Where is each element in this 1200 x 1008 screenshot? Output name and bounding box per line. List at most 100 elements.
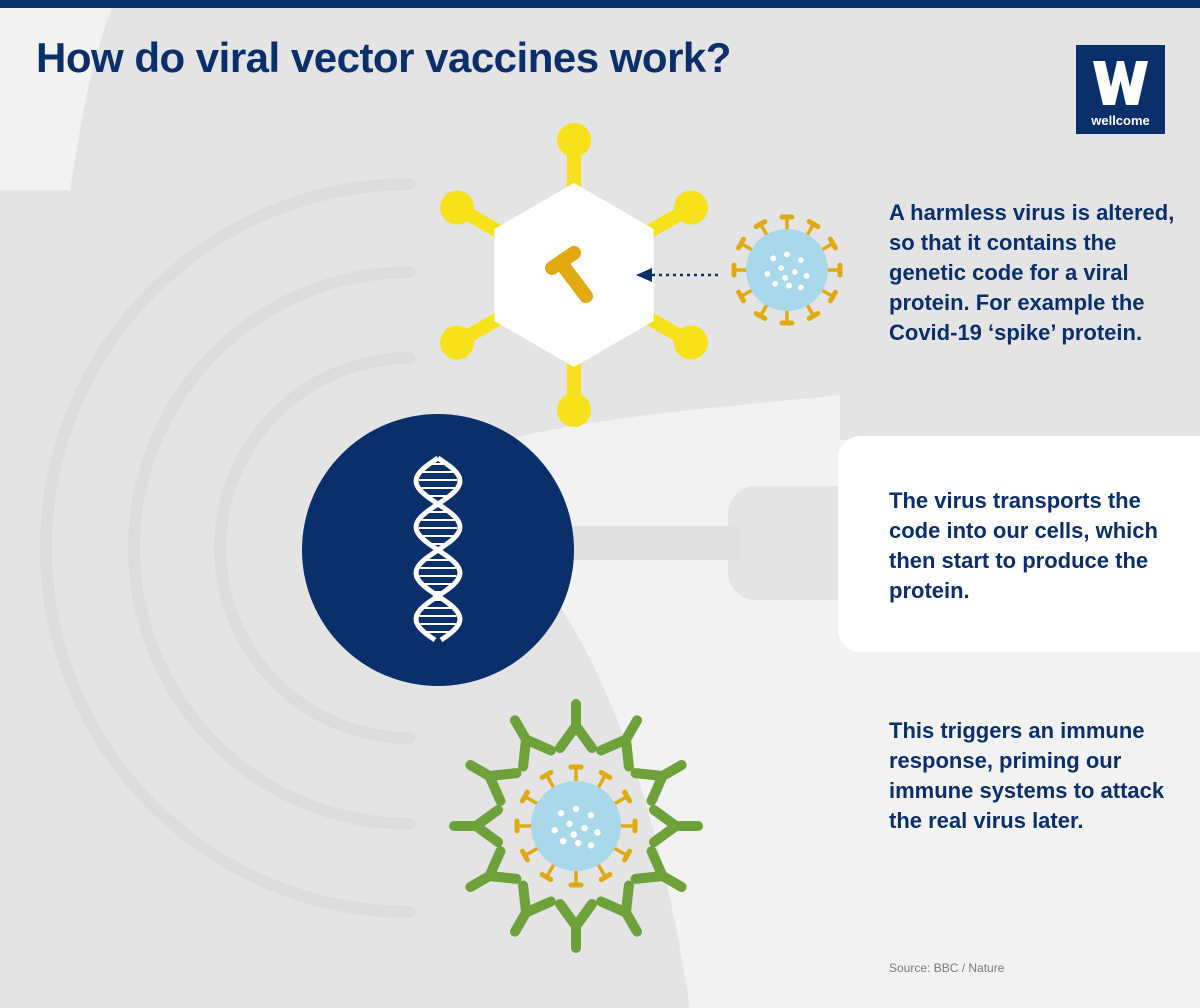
virus-spike-cap <box>806 310 821 321</box>
antibody-shape <box>465 760 522 806</box>
gene-icon <box>545 246 593 303</box>
coronavirus-icon <box>514 764 638 888</box>
virus-spike <box>612 845 628 858</box>
antibody-shape <box>596 715 642 772</box>
antibody-icon <box>630 846 687 892</box>
virus-spike-cap <box>622 789 633 804</box>
virus-spike <box>544 862 557 878</box>
virus-dot <box>572 805 580 813</box>
virus-spike-cap <box>519 789 530 804</box>
virus-dot <box>574 839 582 847</box>
antibody-shape <box>649 805 703 847</box>
virus-spike-cap <box>753 219 768 230</box>
virus-spike <box>544 774 557 790</box>
antibody-icon <box>449 805 503 847</box>
antibody-icon <box>630 760 687 806</box>
vector-spike-tip <box>557 123 591 157</box>
signal-arc-outer <box>40 178 416 918</box>
signal-arc-inner <box>214 352 416 744</box>
step1-text: A harmless virus is altered, so that it … <box>889 200 1175 345</box>
syringe-needle <box>529 526 740 560</box>
virus-dot <box>587 812 595 819</box>
virus-spike-cap <box>827 236 838 251</box>
virus-spike-cap <box>736 236 747 251</box>
virus-dot <box>566 820 573 828</box>
syringe-barrel <box>728 486 868 600</box>
virus-dot <box>770 255 777 262</box>
step2-text: The virus transports the code into our c… <box>889 488 1158 603</box>
virus-spike <box>595 774 608 790</box>
signal-arcs <box>40 178 416 918</box>
page-title: How do viral vector vaccines work? <box>36 34 731 81</box>
virus-spike <box>524 845 540 858</box>
vector-spike-tip <box>440 190 475 225</box>
virus-body <box>531 781 621 871</box>
virus-spike <box>524 794 540 807</box>
antibody-shape <box>510 715 556 772</box>
wellcome-logo-icon <box>1093 61 1148 105</box>
top-bar <box>0 0 1200 8</box>
antibody-ring <box>449 699 703 953</box>
virus-body <box>746 229 828 311</box>
virus-spike-cap <box>598 769 613 780</box>
antibody-icon <box>465 760 522 806</box>
dna-icon <box>413 455 463 643</box>
virus-spike-cap <box>806 219 821 230</box>
vector-spike-tip <box>440 325 475 360</box>
step3-text: This triggers an immune response, primin… <box>889 718 1165 833</box>
virus-dot <box>803 272 810 279</box>
source-note: Source: BBC / Nature <box>889 961 1005 975</box>
virus-dot <box>797 257 804 264</box>
virus-dot <box>782 274 788 281</box>
virus-dot <box>772 280 779 287</box>
antibody-shape <box>555 899 597 953</box>
virus-dot <box>551 827 558 834</box>
virus-spike-cap <box>622 848 633 863</box>
virus-spike-cap <box>736 289 747 304</box>
antibody-icon <box>596 880 642 937</box>
virus-dot <box>786 282 792 289</box>
antibody-icon <box>510 715 556 772</box>
virus-spike <box>595 862 608 878</box>
antibody-icon <box>596 715 642 772</box>
virus-dot <box>778 265 785 271</box>
antibody-icon <box>649 805 703 847</box>
antibody-icon <box>555 899 597 953</box>
antibody-shape <box>510 880 556 937</box>
virus-dot <box>557 809 565 817</box>
logo-wordmark: wellcome <box>1091 113 1150 128</box>
virus-dot <box>587 842 595 849</box>
virus-dot <box>559 837 567 845</box>
virus-dot <box>797 284 804 291</box>
antibody-icon <box>465 846 522 892</box>
antibody-icon <box>555 699 597 753</box>
antibody-shape <box>449 805 503 847</box>
virus-spike-cap <box>753 310 768 321</box>
antibody-shape <box>596 880 642 937</box>
vector-spike-tip <box>673 190 708 225</box>
antibody-shape <box>630 760 687 806</box>
antibody-icon <box>510 880 556 937</box>
wellcome-logo[interactable]: wellcome <box>1076 45 1165 134</box>
virus-dot <box>764 270 771 277</box>
virus-dot <box>594 829 601 836</box>
silhouette-face-cut <box>0 0 115 190</box>
virus-dot <box>570 831 578 838</box>
vector-spike-tip <box>557 393 591 427</box>
virus-dot <box>784 251 790 258</box>
virus-spike-cap <box>598 872 613 883</box>
vector-spike-tip <box>673 325 708 360</box>
step2-panel <box>838 436 1200 652</box>
virus-dot <box>581 824 588 832</box>
virus-spike <box>612 794 628 807</box>
coronavirus-icon <box>731 214 843 326</box>
gene-stem <box>554 256 593 303</box>
virus-spike-cap <box>519 848 530 863</box>
dna-strand <box>413 455 463 643</box>
antibody-shape <box>630 846 687 892</box>
signal-arc-middle <box>128 266 416 830</box>
gene-bar <box>545 246 581 275</box>
